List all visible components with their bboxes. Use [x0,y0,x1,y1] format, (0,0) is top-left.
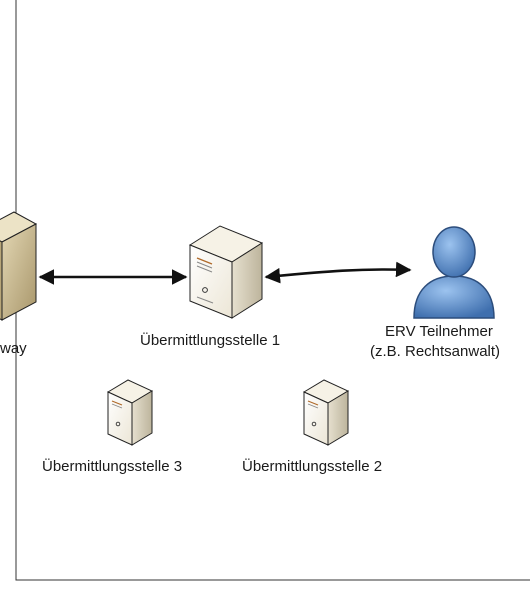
station2-label: Übermittlungsstelle 2 [242,458,383,475]
participant-label-line2: (z.B. Rechtsanwalt) [370,343,501,360]
edge-station1-participant [264,261,412,284]
participant-label-line1: ERV Teilnehmer [385,323,493,340]
person-icon [413,226,495,319]
station3-label: Übermittlungsstelle 3 [42,458,183,475]
gateway-label: way [0,340,27,357]
station2-server-icon [302,379,350,446]
station1-label: Übermittlungsstelle 1 [140,332,281,349]
station3-server-icon [106,379,154,446]
gateway-server-icon [0,211,38,321]
station1-server-icon [188,225,264,319]
